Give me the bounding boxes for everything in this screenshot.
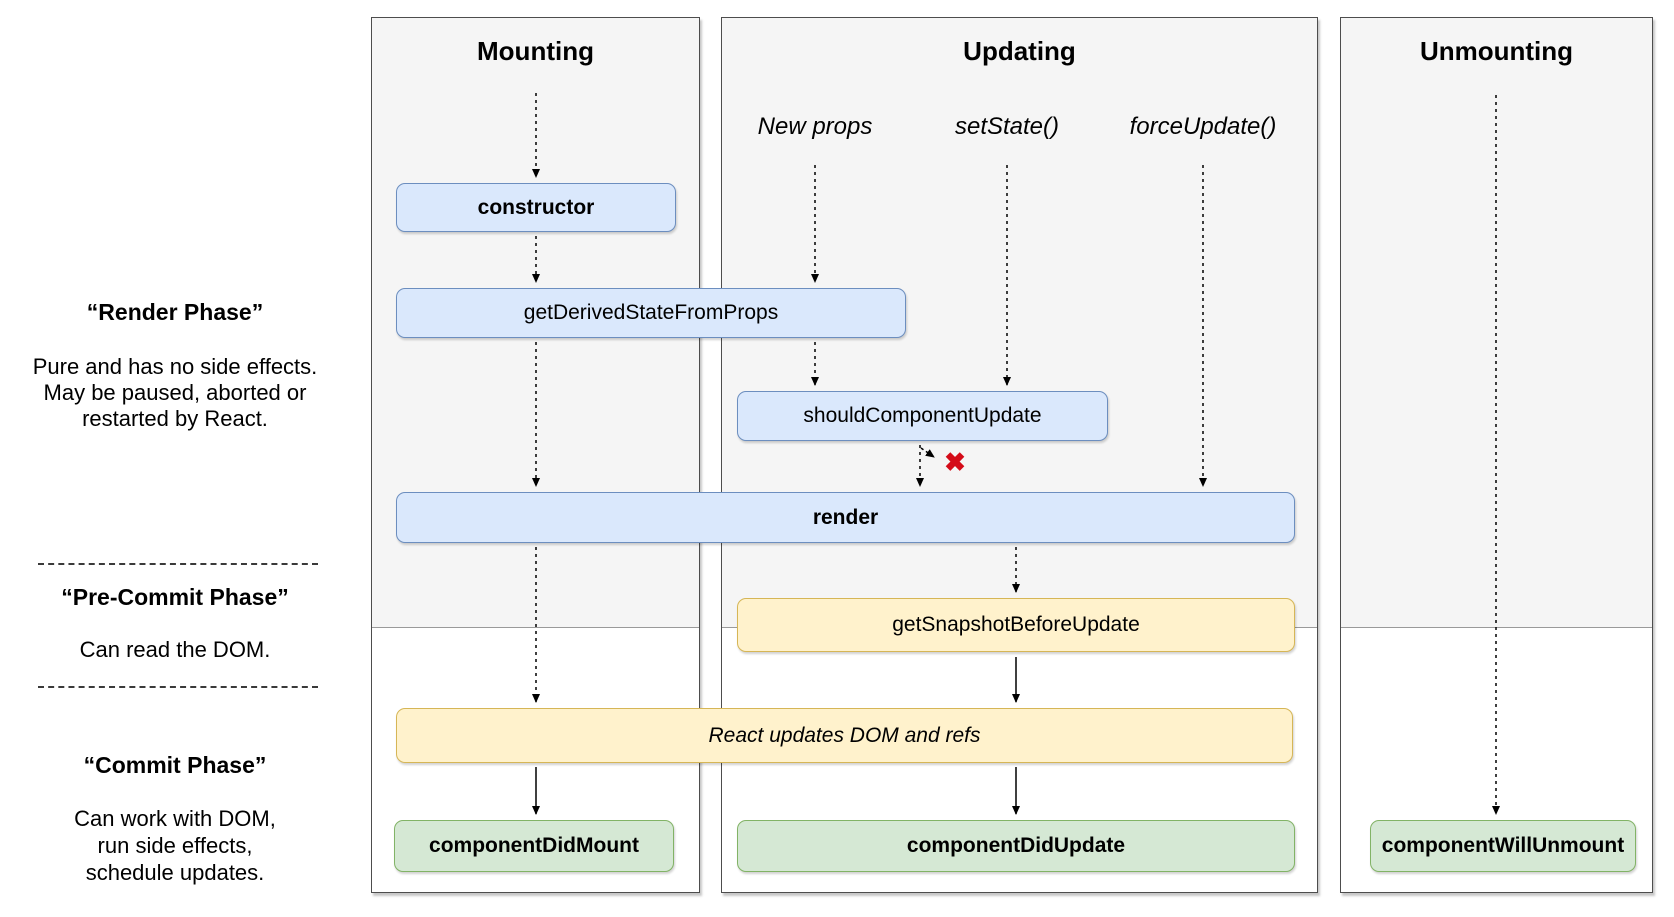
should-component-update-box: shouldComponentUpdate xyxy=(737,391,1108,441)
force-update-label: forceUpdate() xyxy=(1129,113,1277,140)
render-phase-title: “Render Phase” xyxy=(86,299,264,325)
unmounting-render-phase-region xyxy=(1341,18,1652,628)
render-box: render xyxy=(396,492,1295,543)
skip-update-x-icon: ✖ xyxy=(944,447,966,477)
constructor-box: constructor xyxy=(396,183,676,232)
get-snapshot-before-update-box: getSnapshotBeforeUpdate xyxy=(737,598,1295,652)
commit-phase-title: “Commit Phase” xyxy=(83,752,267,778)
react-updates-dom-box: React updates DOM and refs xyxy=(396,708,1293,763)
new-props-label: New props xyxy=(757,113,873,140)
set-state-label: setState() xyxy=(954,113,1060,140)
commit-phase-description: Can work with DOM, run side effects, sch… xyxy=(10,805,340,886)
render-phase-line: restarted by React. xyxy=(82,406,268,431)
unmounting-column-title: Unmounting xyxy=(1419,36,1574,66)
mounting-column-title: Mounting xyxy=(477,36,594,66)
render-phase-line: Pure and has no side effects. xyxy=(32,354,318,379)
get-derived-state-from-props-box: getDerivedStateFromProps xyxy=(396,288,906,338)
commit-phase-line: run side effects, xyxy=(97,833,253,858)
commit-phase-line: Can work with DOM, xyxy=(74,806,276,831)
commit-phase-line: schedule updates. xyxy=(85,860,265,885)
pre-commit-phase-line: Can read the DOM. xyxy=(79,637,271,662)
phase-separator-top xyxy=(38,563,318,565)
component-did-mount-box: componentDidMount xyxy=(394,820,674,872)
render-phase-description: Pure and has no side effects. May be pau… xyxy=(10,354,340,432)
component-did-update-box: componentDidUpdate xyxy=(737,820,1295,872)
render-phase-line: May be paused, aborted or xyxy=(43,380,307,405)
pre-commit-phase-title: “Pre-Commit Phase” xyxy=(61,584,289,610)
updating-column-title: Updating xyxy=(963,36,1076,66)
pre-commit-phase-description: Can read the DOM. xyxy=(10,637,340,663)
component-will-unmount-box: componentWillUnmount xyxy=(1370,820,1636,872)
unmounting-panel: Unmounting xyxy=(1340,17,1653,893)
phase-separator-bottom xyxy=(38,686,318,688)
